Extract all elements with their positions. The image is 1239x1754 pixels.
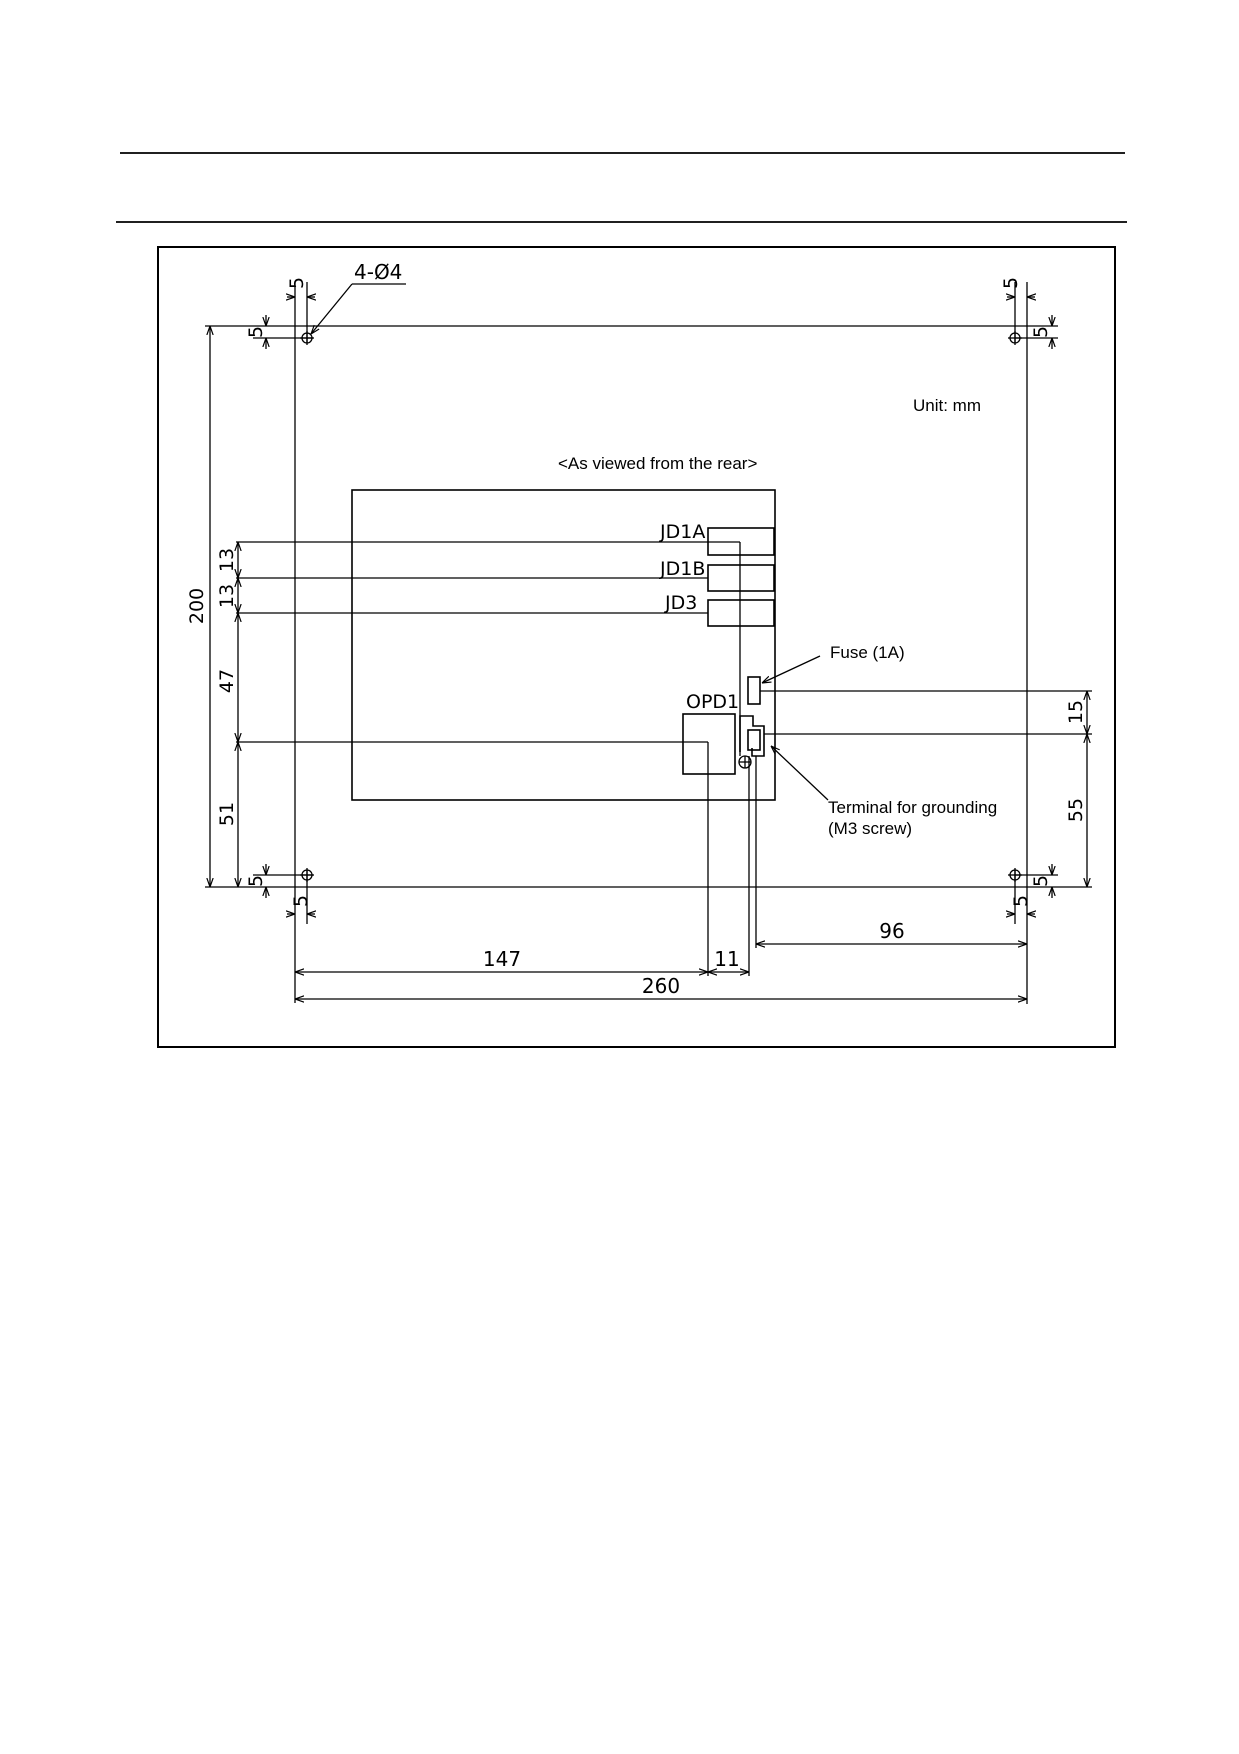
- dim-ground-to-bottom: 55: [1065, 798, 1087, 822]
- view-note: <As viewed from the rear>: [558, 454, 757, 473]
- dim-opd1-to-ground: 11: [714, 947, 739, 971]
- connector-jd1a: JD1A: [659, 521, 775, 556]
- dim-opd1-to-bottom: 51: [216, 802, 238, 826]
- dim-bottom-left-y: 5: [245, 875, 267, 887]
- figure-frame: [157, 246, 1116, 1048]
- corner-offset-dimensions: 5 5 5 5 5 5 5 5: [245, 277, 1058, 924]
- dim-jd1b-to-jd3: 13: [216, 584, 238, 608]
- unit-note: Unit: mm: [913, 396, 981, 415]
- bottom-dimensions: 96 147 11 260: [295, 756, 1027, 999]
- dim-ground-to-right: 96: [879, 919, 904, 943]
- dim-opd1-from-left: 147: [483, 947, 521, 971]
- dim-fuse-to-ground: 15: [1065, 700, 1087, 724]
- ground-label-line1: Terminal for grounding: [828, 798, 997, 817]
- dim-jd3-to-opd1: 47: [216, 669, 238, 693]
- grounding-terminal: [738, 715, 765, 769]
- left-dimensions: 200 13 13 47 51: [186, 326, 741, 887]
- dim-jd1a-to-jd1b: 13: [216, 548, 238, 572]
- panel-outline: [205, 282, 1092, 1004]
- pcb-board: [351, 489, 776, 801]
- dim-top-right-y: 5: [1030, 326, 1052, 338]
- dim-bottom-left-x: 5: [290, 895, 312, 907]
- dim-bottom-right-x: 5: [1010, 895, 1032, 907]
- dim-top-left-x: 5: [286, 277, 308, 289]
- right-dimensions: 15 55: [760, 690, 1092, 887]
- jd1a-label: JD1A: [659, 521, 705, 543]
- hole-callout-label: 4-Ø4: [354, 260, 402, 284]
- dim-overall-height: 200: [186, 588, 208, 624]
- dim-bottom-right-y: 5: [1030, 875, 1052, 887]
- hole-callout: 4-Ø4: [311, 260, 406, 334]
- fuse: [747, 676, 761, 705]
- jd1b-label: JD1B: [659, 558, 705, 580]
- connector-jd3: JD3: [664, 592, 775, 627]
- fuse-label: Fuse (1A): [830, 643, 905, 662]
- dim-top-left-y: 5: [245, 326, 267, 338]
- jd3-label: JD3: [664, 592, 697, 614]
- fuse-callout: Fuse (1A): [762, 643, 905, 683]
- connector-jd1b: JD1B: [659, 558, 775, 592]
- connector-opd1: OPD1: [682, 691, 739, 775]
- ground-label-line2: (M3 screw): [828, 819, 912, 838]
- dim-top-right-x: 5: [1000, 277, 1022, 289]
- opd1-label: OPD1: [686, 691, 739, 713]
- ground-callout: Terminal for grounding (M3 screw): [771, 746, 997, 838]
- dim-overall-width: 260: [642, 974, 680, 998]
